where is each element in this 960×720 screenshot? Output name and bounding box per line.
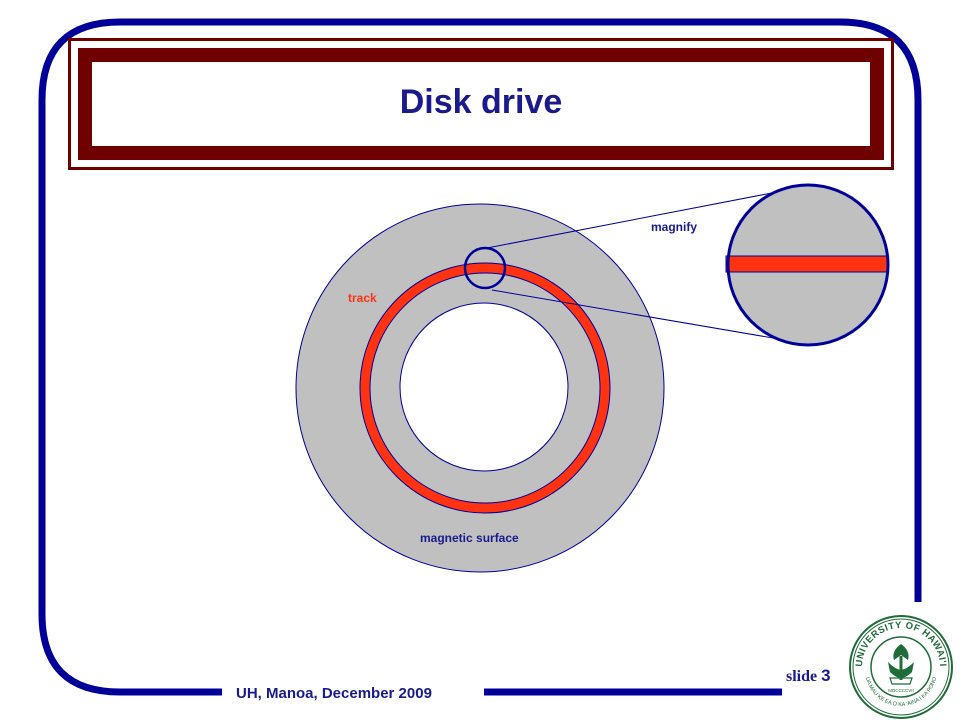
magnified-track-extension <box>725 255 889 273</box>
magnified-view-border <box>726 183 890 347</box>
seal-center-text: MDCCCCVII <box>888 688 914 693</box>
university-seal: UNIVERSITY OF HAWAI'I UA MAU KE EA O KA … <box>849 615 953 719</box>
slide-title: Disk drive <box>399 82 563 121</box>
label-track: track <box>348 291 377 305</box>
disk-spindle-hole <box>399 302 569 472</box>
seal-emblem-icon <box>888 644 914 685</box>
slide-number: slide 3 <box>786 666 831 686</box>
magnify-circle-small <box>463 246 507 290</box>
label-magnetic-surface: magnetic surface <box>420 531 519 545</box>
footer-text: UH, Manoa, December 2009 <box>236 685 432 702</box>
slide-number-label: slide <box>786 668 818 685</box>
label-magnify: magnify <box>651 220 697 234</box>
track-outline-outer <box>359 262 611 514</box>
slide-number-value: 3 <box>821 666 831 685</box>
magnify-line-top <box>486 185 809 249</box>
title-box: Disk drive <box>68 38 894 170</box>
track-outline-inner <box>369 272 601 504</box>
frame-border <box>38 18 922 696</box>
title-inner-border: Disk drive <box>78 48 884 160</box>
disk-track <box>360 263 610 513</box>
magnify-line-bottom <box>491 289 809 345</box>
